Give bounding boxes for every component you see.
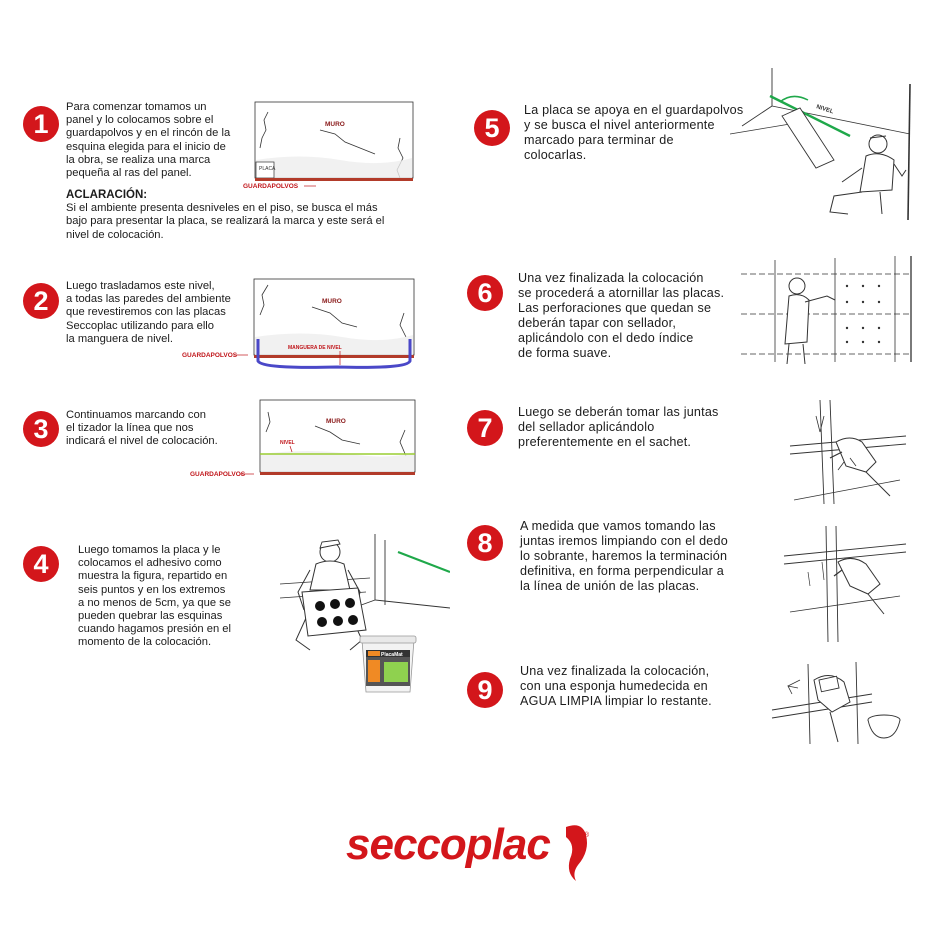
step-4-line: pueden quebrar las esquinas <box>78 610 223 623</box>
muro-label: MURO <box>325 121 345 128</box>
step-8-line: definitiva, en forma perpendicular a <box>520 564 724 578</box>
step-2-line: la manguera de nivel. <box>66 332 173 345</box>
placa-label: PLACA <box>259 166 276 172</box>
step-2-line: a todas las paredes del ambiente <box>66 293 231 306</box>
step-5-illustration: NIVEL <box>730 68 911 221</box>
step-3-line: el tizador la línea que nos <box>66 422 194 435</box>
step-5-number: 5 <box>474 110 510 146</box>
manguera-label: MANGUERA DE NIVEL <box>288 345 342 351</box>
muro-label: MURO <box>326 418 346 425</box>
step-2-line: que revestiremos con las placas <box>66 306 226 319</box>
guardapolvos-label: GUARDAPOLVOS <box>190 471 246 478</box>
seccoplac-logo: seccoplac ® <box>346 820 590 881</box>
step-6-line: de forma suave. <box>518 346 612 360</box>
aclaracion-line: nivel de colocación. <box>66 228 164 241</box>
step-1-line: panel y lo colocamos sobre el <box>66 114 214 127</box>
step-6-line: aplicándolo con el dedo índice <box>518 331 694 345</box>
step-7-line: Luego se deberán tomar las juntas <box>518 405 719 419</box>
step-8-illustration <box>783 525 907 643</box>
step-2-text: Luego trasladamos este nivel, a todas la… <box>66 280 266 346</box>
step-6-number: 6 <box>467 275 503 311</box>
aclaracion-line: bajo para presentar la placa, se realiza… <box>66 215 385 228</box>
step-8-line: juntas iremos limpiando con el dedo <box>520 534 728 548</box>
nivel-label: NIVEL <box>815 104 834 115</box>
step-9-number: 9 <box>467 672 503 708</box>
step-2-illustration: MURO MANGUERA DE NIVEL GUARDAPOLVOS <box>182 278 415 369</box>
step-7-text: Luego se deberán tomar las juntas del se… <box>518 405 758 450</box>
step-3-illustration: MURO NIVEL GUARDAPOLVOS <box>190 399 416 478</box>
step-7-line: preferentemente en el sachet. <box>518 435 692 449</box>
step-3-text: Continuamos marcando con el tizador la l… <box>66 409 256 449</box>
step-4-line: momento de la colocación. <box>78 636 212 649</box>
step-6-line: deberán tapar con sellador, <box>518 316 677 330</box>
step-5-line: marcado para terminar de <box>524 133 674 147</box>
step-3-number: 3 <box>23 411 59 447</box>
step-1-number: 1 <box>23 106 59 142</box>
step-9-line: AGUA LIMPIA limpiar lo restante. <box>520 694 712 708</box>
step-5-line: y se busca el nivel anteriormente <box>524 118 715 132</box>
step-8-line: lo sobrante, haremos la terminación <box>520 549 728 563</box>
step-4-line: Luego tomamos la placa y le <box>78 544 221 556</box>
step-6-text: Una vez finalizada la colocación se proc… <box>518 271 748 361</box>
step-8-number: 8 <box>467 525 503 561</box>
step-6-illustration <box>741 256 912 365</box>
step-9-line: con una esponja humedecida en <box>520 679 708 693</box>
step-9-illustration <box>771 661 901 745</box>
step-4-text: Luego tomamos la placa y le colocamos el… <box>78 544 278 650</box>
step-8-text: A medida que vamos tomando las juntas ir… <box>520 519 765 594</box>
step-4-line: seis puntos y en los extremos <box>78 583 226 596</box>
step-9-line: Una vez finalizada la colocación, <box>520 664 710 678</box>
step-4-number: 4 <box>23 546 59 582</box>
guardapolvos-label: GUARDAPOLVOS <box>182 352 238 359</box>
step-7-line: del sellador aplicándolo <box>518 420 655 434</box>
step-7-illustration <box>789 399 907 505</box>
step-1-line: esquina elegida para el inicio de <box>66 140 226 153</box>
step-2-number: 2 <box>23 283 59 319</box>
guardapolvos-label: GUARDAPOLVOS <box>243 183 299 190</box>
aclaracion-line: Si el ambiente presenta desniveles en el… <box>66 202 378 215</box>
step-1-line: Para comenzar tomamos un <box>66 101 207 113</box>
step-4-illustration: PlacaMat <box>280 534 450 693</box>
step-6-line: Una vez finalizada la colocación <box>518 271 704 285</box>
step-1-text: Para comenzar tomamos un panel y lo colo… <box>66 101 256 180</box>
bucket-brand: PlacaMat <box>381 652 403 658</box>
step-9-text: Una vez finalizada la colocación, con un… <box>520 664 760 709</box>
step-2-line: Seccoplac utilizando para ello <box>66 319 215 332</box>
step-6-line: se procederá a atornillar las placas. <box>518 286 725 300</box>
step-1-line: pequeña al ras del panel. <box>66 167 192 180</box>
step-4-line: muestra la figura, repartido en <box>78 570 228 583</box>
step-4-line: a no menos de 5cm, ya que se <box>78 596 231 609</box>
step-5-line: colocarlas. <box>524 148 587 162</box>
aclaracion-block: ACLARACIÓN: Si el ambiente presenta desn… <box>66 189 426 242</box>
step-8-line: la línea de unión de las placas. <box>520 579 700 593</box>
nivel-label: NIVEL <box>280 440 295 446</box>
step-7-number: 7 <box>467 410 503 446</box>
step-6-line: Las perforaciones que quedan se <box>518 301 712 315</box>
step-1-line: la obra, se realiza una marca <box>66 153 211 166</box>
step-5-line: La placa se apoya en el guardapolvos <box>524 103 744 117</box>
step-1-line: guardapolvos y en el rincón de la <box>66 127 231 140</box>
step-8-line: A medida que vamos tomando las <box>520 519 716 533</box>
logo-trademark: ® <box>584 831 590 839</box>
step-3-line: indicará el nivel de colocación. <box>66 435 218 448</box>
aclaracion-title: ACLARACIÓN: <box>66 189 148 201</box>
step-2-line: Luego trasladamos este nivel, <box>66 280 215 292</box>
step-5-text: La placa se apoya en el guardapolvos y s… <box>524 103 764 163</box>
muro-label: MURO <box>322 298 342 305</box>
step-1-illustration: MURO PLACA GUARDAPOLVOS <box>243 101 414 190</box>
step-3-line: Continuamos marcando con <box>66 409 206 421</box>
logo-text: seccoplac <box>346 820 550 869</box>
step-4-line: cuando hagamos presión en el <box>78 623 232 636</box>
step-4-line: colocamos el adhesivo como <box>78 557 222 570</box>
adhesive-bucket: PlacaMat <box>359 635 417 693</box>
